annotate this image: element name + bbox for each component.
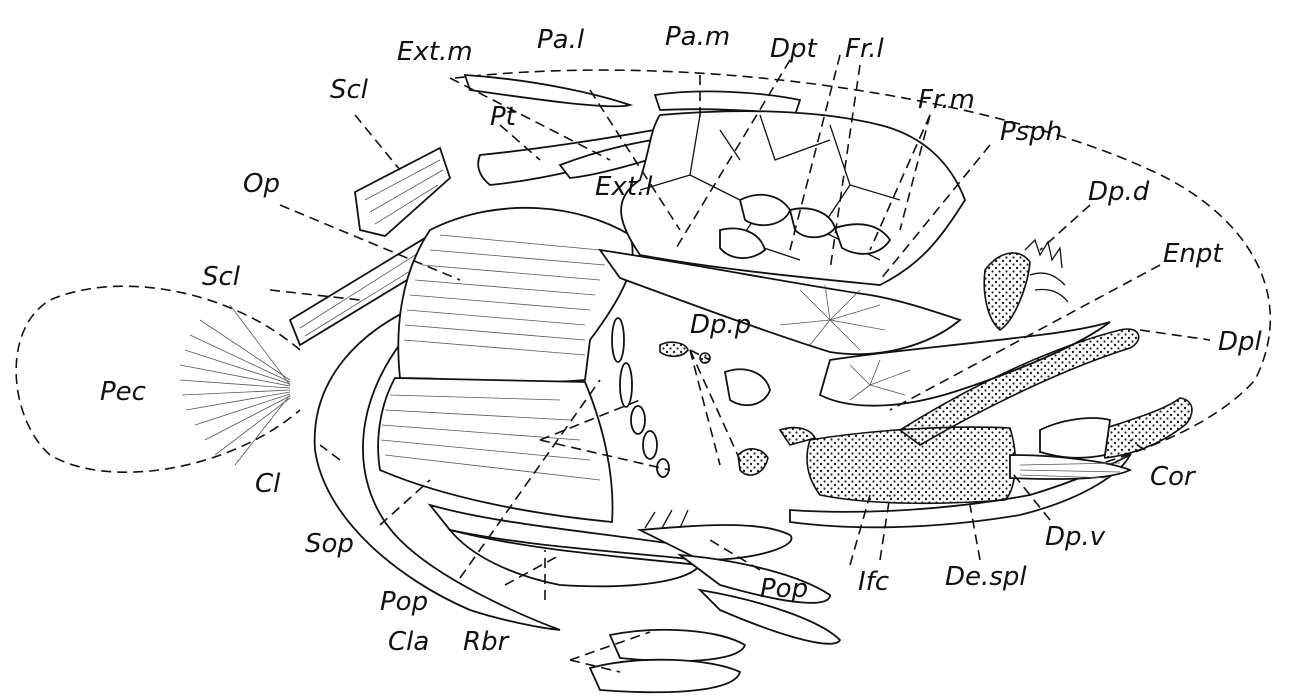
label-dp-v: Dp.v — [1045, 522, 1106, 552]
label-scl-upper: Scl — [330, 75, 369, 105]
label-dp-p: Dp.p — [690, 310, 751, 340]
label-pop-right: Pop — [760, 574, 808, 604]
suboperculum — [378, 378, 612, 522]
dorsal-tooth-cluster — [1025, 240, 1068, 302]
label-fr-m: Fr.m — [918, 85, 975, 115]
label-sop: Sop — [305, 529, 354, 559]
label-cor: Cor — [1150, 462, 1197, 492]
coronoid — [1100, 398, 1192, 458]
label-dp-d: Dp.d — [1088, 177, 1150, 207]
pectoral-fin-outline — [16, 286, 300, 472]
pectoral-fin-rays — [180, 305, 290, 465]
label-dpt: Dpt — [770, 34, 818, 64]
label-ext-l: Ext.l — [595, 172, 653, 202]
label-pt: Pt — [490, 102, 517, 132]
label-op: Op — [243, 169, 280, 199]
label-dpl: Dpl — [1218, 327, 1263, 357]
label-pec: Pec — [100, 377, 146, 407]
supracleithrum-upper — [355, 148, 450, 236]
label-cl: Cl — [255, 469, 281, 499]
label-de-spl: De.spl — [945, 562, 1027, 592]
label-cla: Cla — [388, 627, 429, 657]
operculum — [398, 208, 632, 382]
label-rbr: Rbr — [463, 627, 511, 657]
label-fr-l: Fr.l — [845, 34, 885, 64]
label-enpt: Enpt — [1163, 239, 1223, 269]
label-pop-left: Pop — [380, 587, 428, 617]
label-pa-m: Pa.m — [665, 22, 730, 52]
label-ifc: Ifc — [858, 567, 889, 597]
dorsal-tooth-plate — [984, 253, 1030, 330]
branchial-chain — [612, 318, 669, 477]
label-scl-lower: Scl — [202, 262, 241, 292]
coronoid-base — [1040, 418, 1110, 458]
label-pa-l: Pa.l — [537, 25, 585, 55]
label-ext-m: Ext.m — [397, 37, 473, 67]
label-psph: Psph — [1000, 117, 1062, 147]
infradentary-plate — [807, 427, 1015, 503]
skull-roof — [621, 111, 965, 285]
